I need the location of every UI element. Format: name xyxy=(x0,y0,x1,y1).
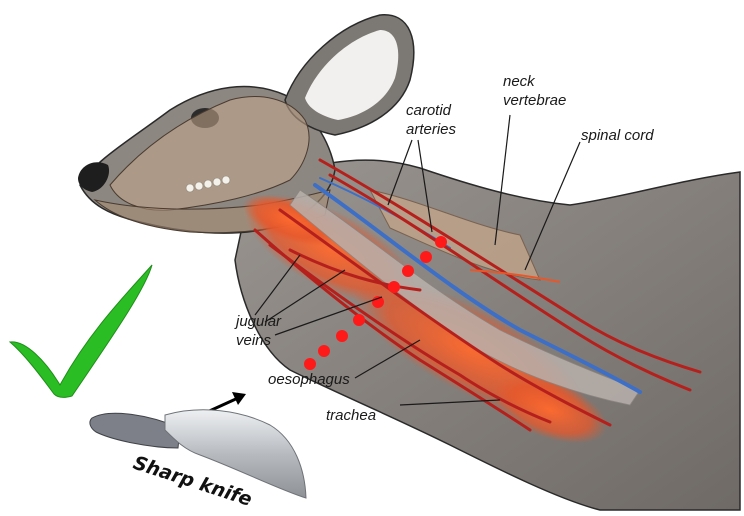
nose xyxy=(78,162,110,192)
label-neck-line1: neck xyxy=(503,73,536,90)
spinal-cord xyxy=(469,269,561,283)
label-jugular-line1: jugular xyxy=(234,313,282,330)
check-mark-icon xyxy=(8,264,153,398)
ear-inner xyxy=(305,30,399,120)
knife-blade xyxy=(164,409,307,499)
cut-mark xyxy=(388,281,400,293)
label-neck-line2: vertebrae xyxy=(503,92,566,109)
cut-mark xyxy=(420,251,432,263)
label-trachea: trachea xyxy=(326,407,376,424)
cut-mark xyxy=(304,358,316,370)
label-oesophagus: oesophagus xyxy=(268,371,350,388)
cut-mark xyxy=(336,330,348,342)
neck-muscle xyxy=(242,194,608,444)
neck-vertebrae xyxy=(369,189,541,281)
cut-mark xyxy=(318,345,330,357)
cut-mark xyxy=(402,265,414,277)
cut-marks xyxy=(304,236,447,370)
cut-mark xyxy=(435,236,447,248)
cut-mark xyxy=(353,314,365,326)
leader-lines xyxy=(254,114,581,406)
knife-handle xyxy=(89,412,181,449)
arteries xyxy=(253,158,702,432)
label-jugular-line2: veins xyxy=(236,332,272,349)
label-spinal-cord: spinal cord xyxy=(581,127,654,144)
teeth xyxy=(185,175,231,193)
label-carotid-line2: arteries xyxy=(406,121,457,138)
label-carotid-line1: carotid xyxy=(406,102,452,119)
knife-icon xyxy=(89,409,307,499)
